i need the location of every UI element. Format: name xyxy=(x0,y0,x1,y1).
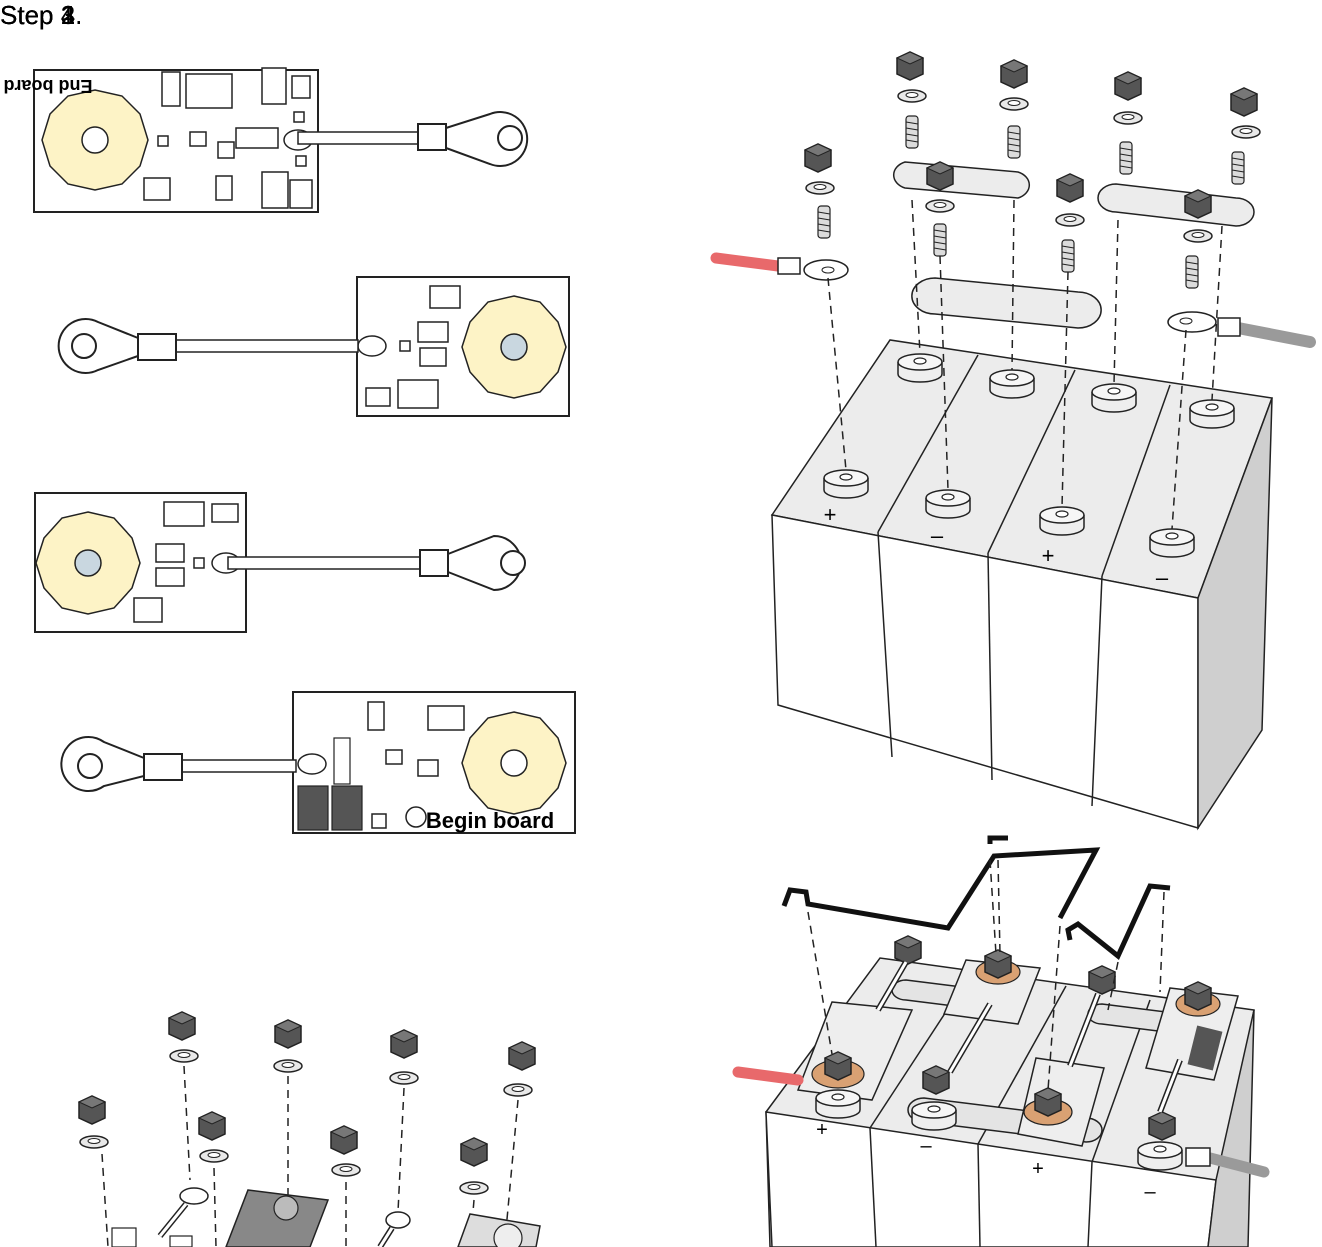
s4-terminal-minus-2: – xyxy=(1144,1181,1156,1203)
terminal-minus-2: – xyxy=(1156,565,1169,590)
wire xyxy=(297,131,421,145)
s4-terminal-minus-1: – xyxy=(920,1135,932,1157)
s4-terminal-plus-2: + xyxy=(1032,1158,1044,1180)
s4-terminal-plus-1: + xyxy=(816,1119,828,1141)
step2-battery-pack: + – + – xyxy=(710,51,1316,831)
step-1-label: Step 1. xyxy=(0,0,83,30)
jumper-wire xyxy=(781,835,1171,960)
step-2-label: Step 2. xyxy=(0,0,83,30)
end-board-label: End board xyxy=(4,76,93,96)
ring-lug xyxy=(497,125,523,151)
terminal-plus-2: + xyxy=(1042,543,1055,568)
step4-assembly: + – + – xyxy=(732,835,1270,1247)
middle-board-1-assembly xyxy=(57,276,570,417)
step-3-label: Step 3. xyxy=(0,0,83,30)
begin-board-label: Begin board xyxy=(426,808,554,833)
begin-board-assembly: Begin board xyxy=(60,691,576,834)
middle-board-2-assembly xyxy=(34,492,526,633)
end-board-assembly: End board xyxy=(4,67,529,213)
terminal-minus-1: – xyxy=(931,523,944,548)
step-4-label: Step 4. xyxy=(0,0,83,30)
terminal-plus-1: + xyxy=(824,502,837,527)
step3-hardware xyxy=(78,1011,541,1247)
